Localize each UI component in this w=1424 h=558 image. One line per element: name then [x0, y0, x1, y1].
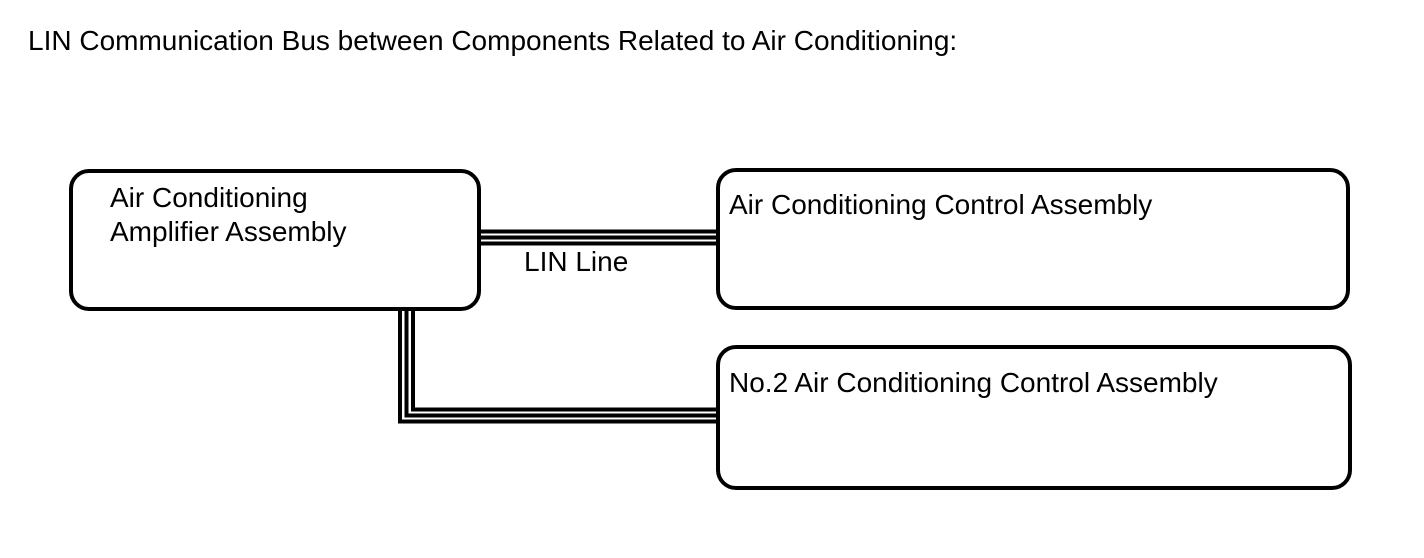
- node-label: Air Conditioning Control Assembly: [729, 189, 1153, 220]
- node-air-conditioning-amplifier-assembly: Air Conditioning Amplifier Assembly: [69, 169, 481, 311]
- bus-line-amplifier-to-no2-control-middle: [404, 308, 718, 418]
- bus-line-amplifier-to-no2-control-outer: [398, 308, 718, 424]
- node-no2-air-conditioning-control-assembly: No.2 Air Conditioning Control Assembly: [716, 345, 1352, 490]
- node-label: No.2 Air Conditioning Control Assembly: [729, 367, 1218, 398]
- bus-line-amplifier-to-no2-control-inner: [411, 308, 718, 412]
- page-title: LIN Communication Bus between Components…: [28, 25, 958, 56]
- node-label: Air Conditioning Amplifier Assembly: [110, 182, 347, 247]
- node-air-conditioning-control-assembly: Air Conditioning Control Assembly: [716, 168, 1350, 310]
- bus-label-lin-line: LIN Line: [524, 246, 629, 277]
